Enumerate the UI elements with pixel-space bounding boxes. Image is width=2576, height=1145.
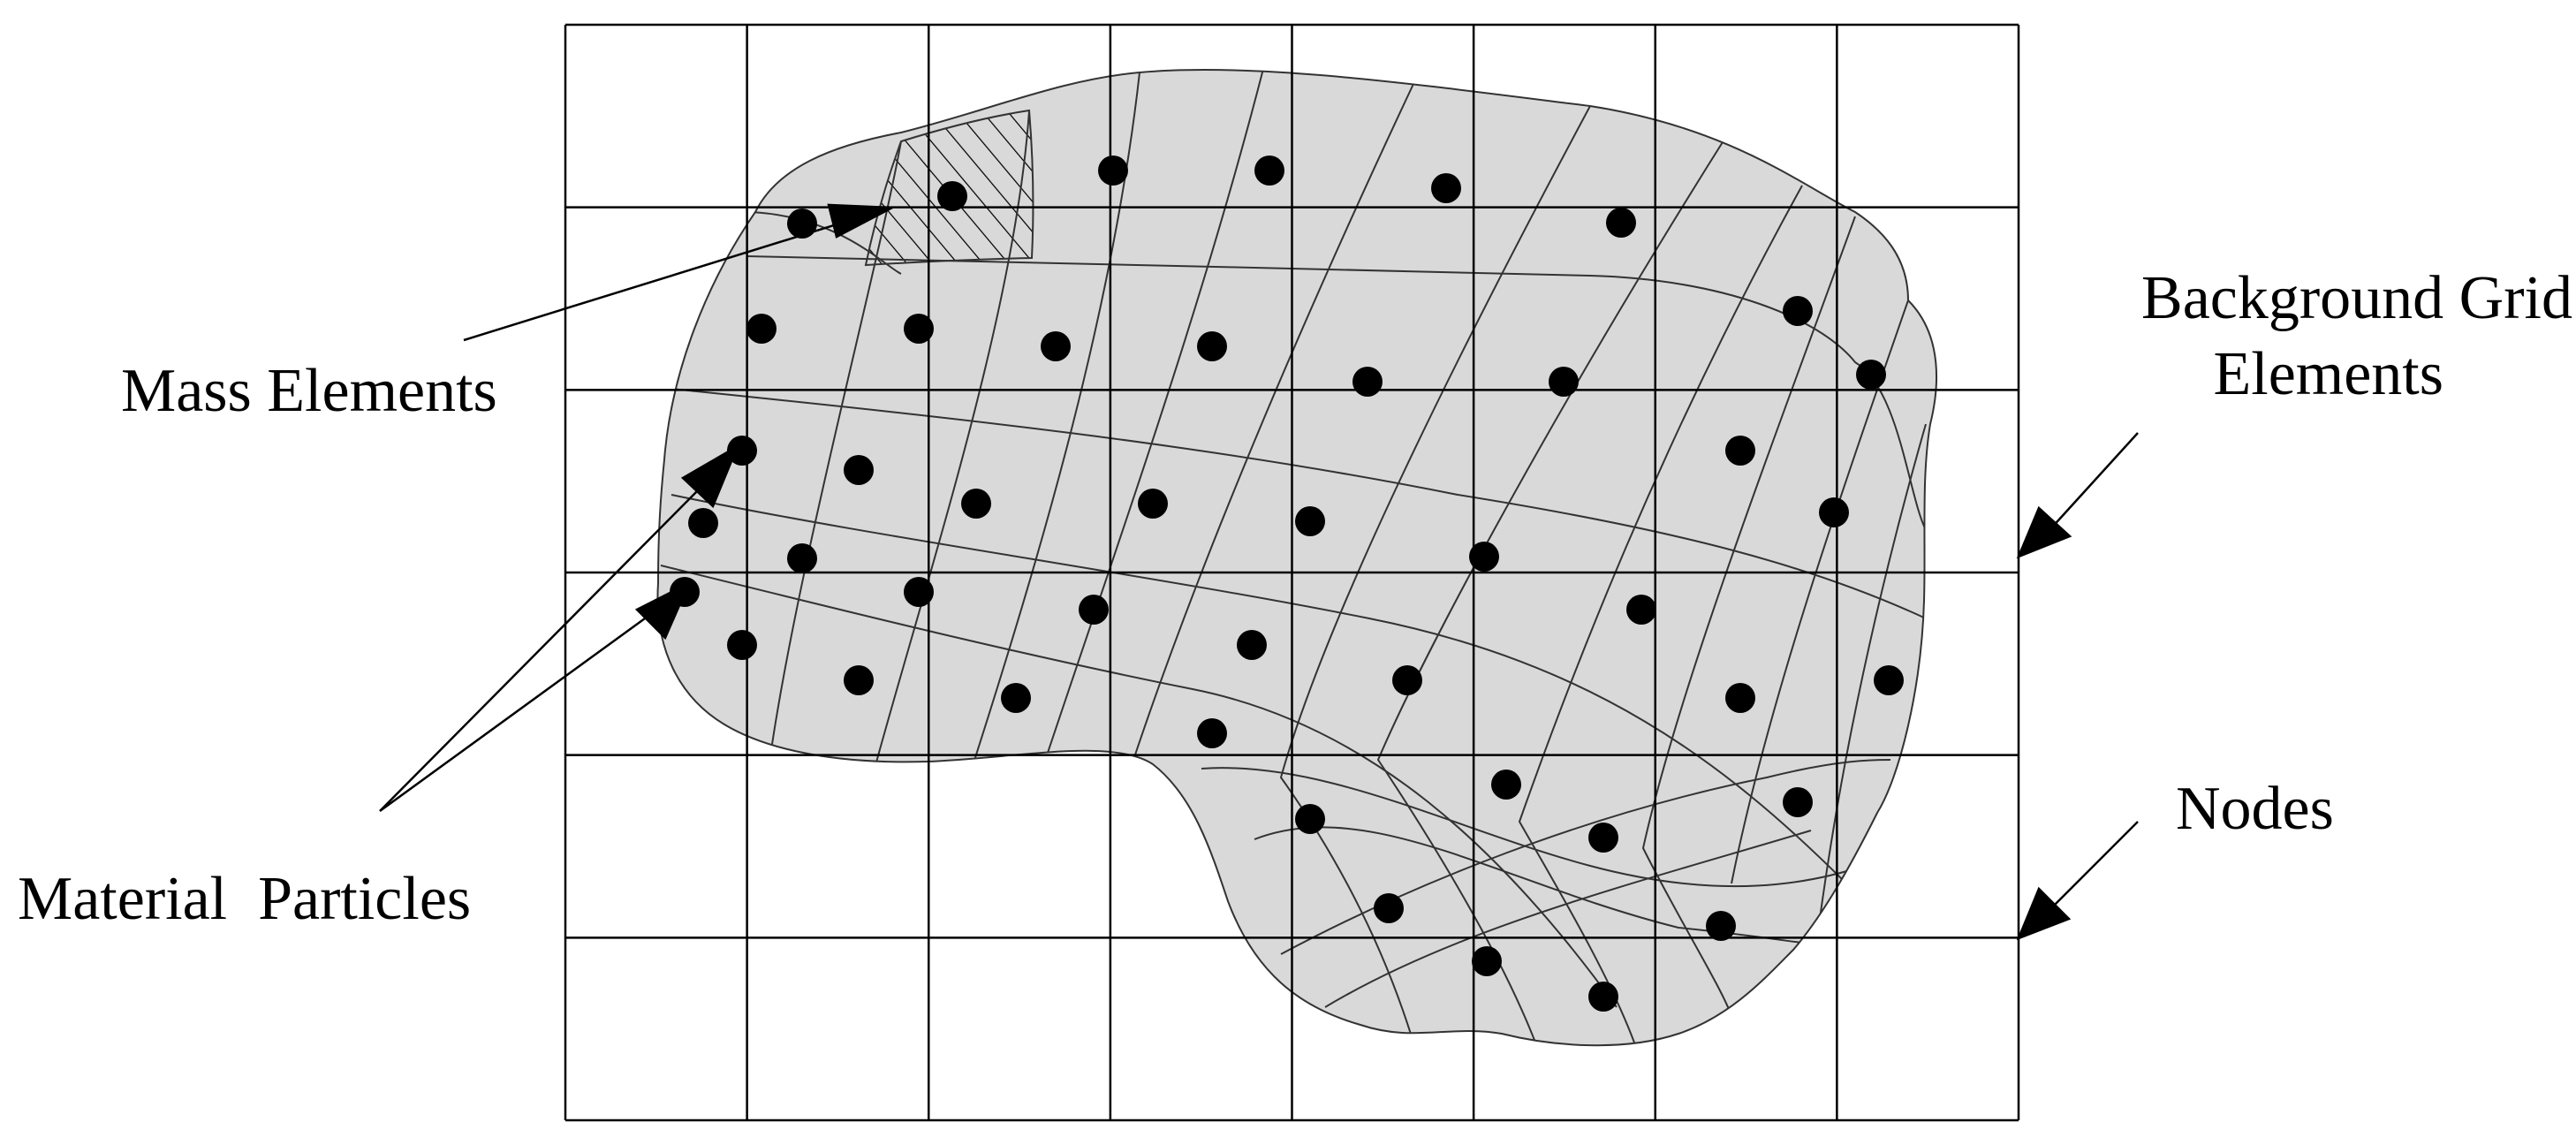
material-particle (1098, 155, 1128, 186)
material-particle (1254, 155, 1284, 186)
material-particle (1706, 911, 1736, 941)
material-particles-label: Material Particles (18, 865, 471, 933)
mesh-line (750, 211, 902, 275)
material-particle (1725, 436, 1755, 466)
material-particle (1588, 823, 1618, 853)
material-particle (1237, 630, 1267, 660)
mesh-line (874, 110, 1030, 770)
material-particle (1295, 804, 1325, 834)
material-particle (746, 314, 777, 344)
material-particle (727, 436, 757, 466)
material-particle (1352, 367, 1383, 397)
material-particle (787, 209, 817, 239)
material-particle (844, 665, 874, 695)
mesh-line (1042, 69, 1264, 770)
material-particle (1588, 982, 1618, 1012)
material-particle (1138, 489, 1168, 519)
background-grid-label-line1: Background Grid (2141, 264, 2572, 332)
mass-element-mesh (660, 69, 1927, 1046)
material-particles (670, 155, 1904, 1012)
mass-elements-label: Mass Elements (121, 357, 497, 425)
material-particle (1783, 787, 1813, 817)
material-particle (904, 314, 934, 344)
particles-pointer-line-2 (379, 617, 646, 813)
material-particle (787, 543, 817, 573)
material-particle (1001, 683, 1031, 713)
material-particle (1819, 497, 1849, 527)
material-particle (688, 508, 718, 538)
mesh-line (1279, 105, 1591, 1043)
nodes-arrowhead (2016, 886, 2072, 941)
mesh-line (671, 388, 1927, 619)
material-particle (1431, 173, 1461, 203)
material-particle (961, 489, 991, 519)
material-particle (1295, 506, 1325, 536)
mesh-line (1641, 216, 1856, 1017)
grid-arrowhead (2016, 505, 2072, 559)
material-particle (1041, 331, 1071, 361)
mesh-line (1254, 826, 1830, 946)
material-particle (1783, 296, 1813, 326)
material-particle (1079, 595, 1109, 625)
particles-arrowhead-2 (634, 580, 692, 641)
material-particle (727, 630, 757, 660)
mesh-line (1376, 127, 1732, 1046)
material-particle (1856, 360, 1886, 390)
material-particle (1392, 665, 1422, 695)
material-particle (1469, 542, 1499, 572)
material-particle (1374, 893, 1404, 923)
nodes-pointer-line (2049, 821, 2139, 911)
mesh-line (1201, 767, 1865, 888)
mesh-line (1518, 185, 1803, 1043)
particles-arrowhead-1 (680, 444, 740, 509)
mesh-line (671, 494, 1847, 884)
annotation-pointers (379, 203, 2139, 941)
material-particle (1197, 718, 1227, 748)
material-particle (937, 181, 967, 211)
mass-elements-arrowhead (827, 203, 897, 239)
material-particle (1197, 331, 1227, 361)
material-particle (1606, 208, 1636, 238)
mesh-line (768, 140, 902, 770)
material-particle (1549, 367, 1579, 397)
grid-pointer-line (2049, 432, 2139, 531)
material-particle (844, 455, 874, 485)
mesh-line (660, 565, 1618, 1008)
background-grid-label-line2: Elements (2214, 340, 2443, 408)
mesh-line (1324, 830, 1812, 1008)
material-particle (1725, 683, 1755, 713)
mass-elements-pointer-line (463, 219, 849, 342)
material-particle (1874, 665, 1904, 695)
mesh-line (746, 255, 1927, 531)
material-particle (1626, 595, 1656, 625)
particles-pointer-line-1 (379, 489, 699, 812)
material-particle (1472, 946, 1502, 976)
background-grid (564, 23, 2020, 1122)
mesh-line (1819, 423, 1927, 920)
material-particle (1491, 770, 1521, 800)
material-particle (904, 577, 934, 607)
nodes-label: Nodes (2176, 775, 2334, 843)
